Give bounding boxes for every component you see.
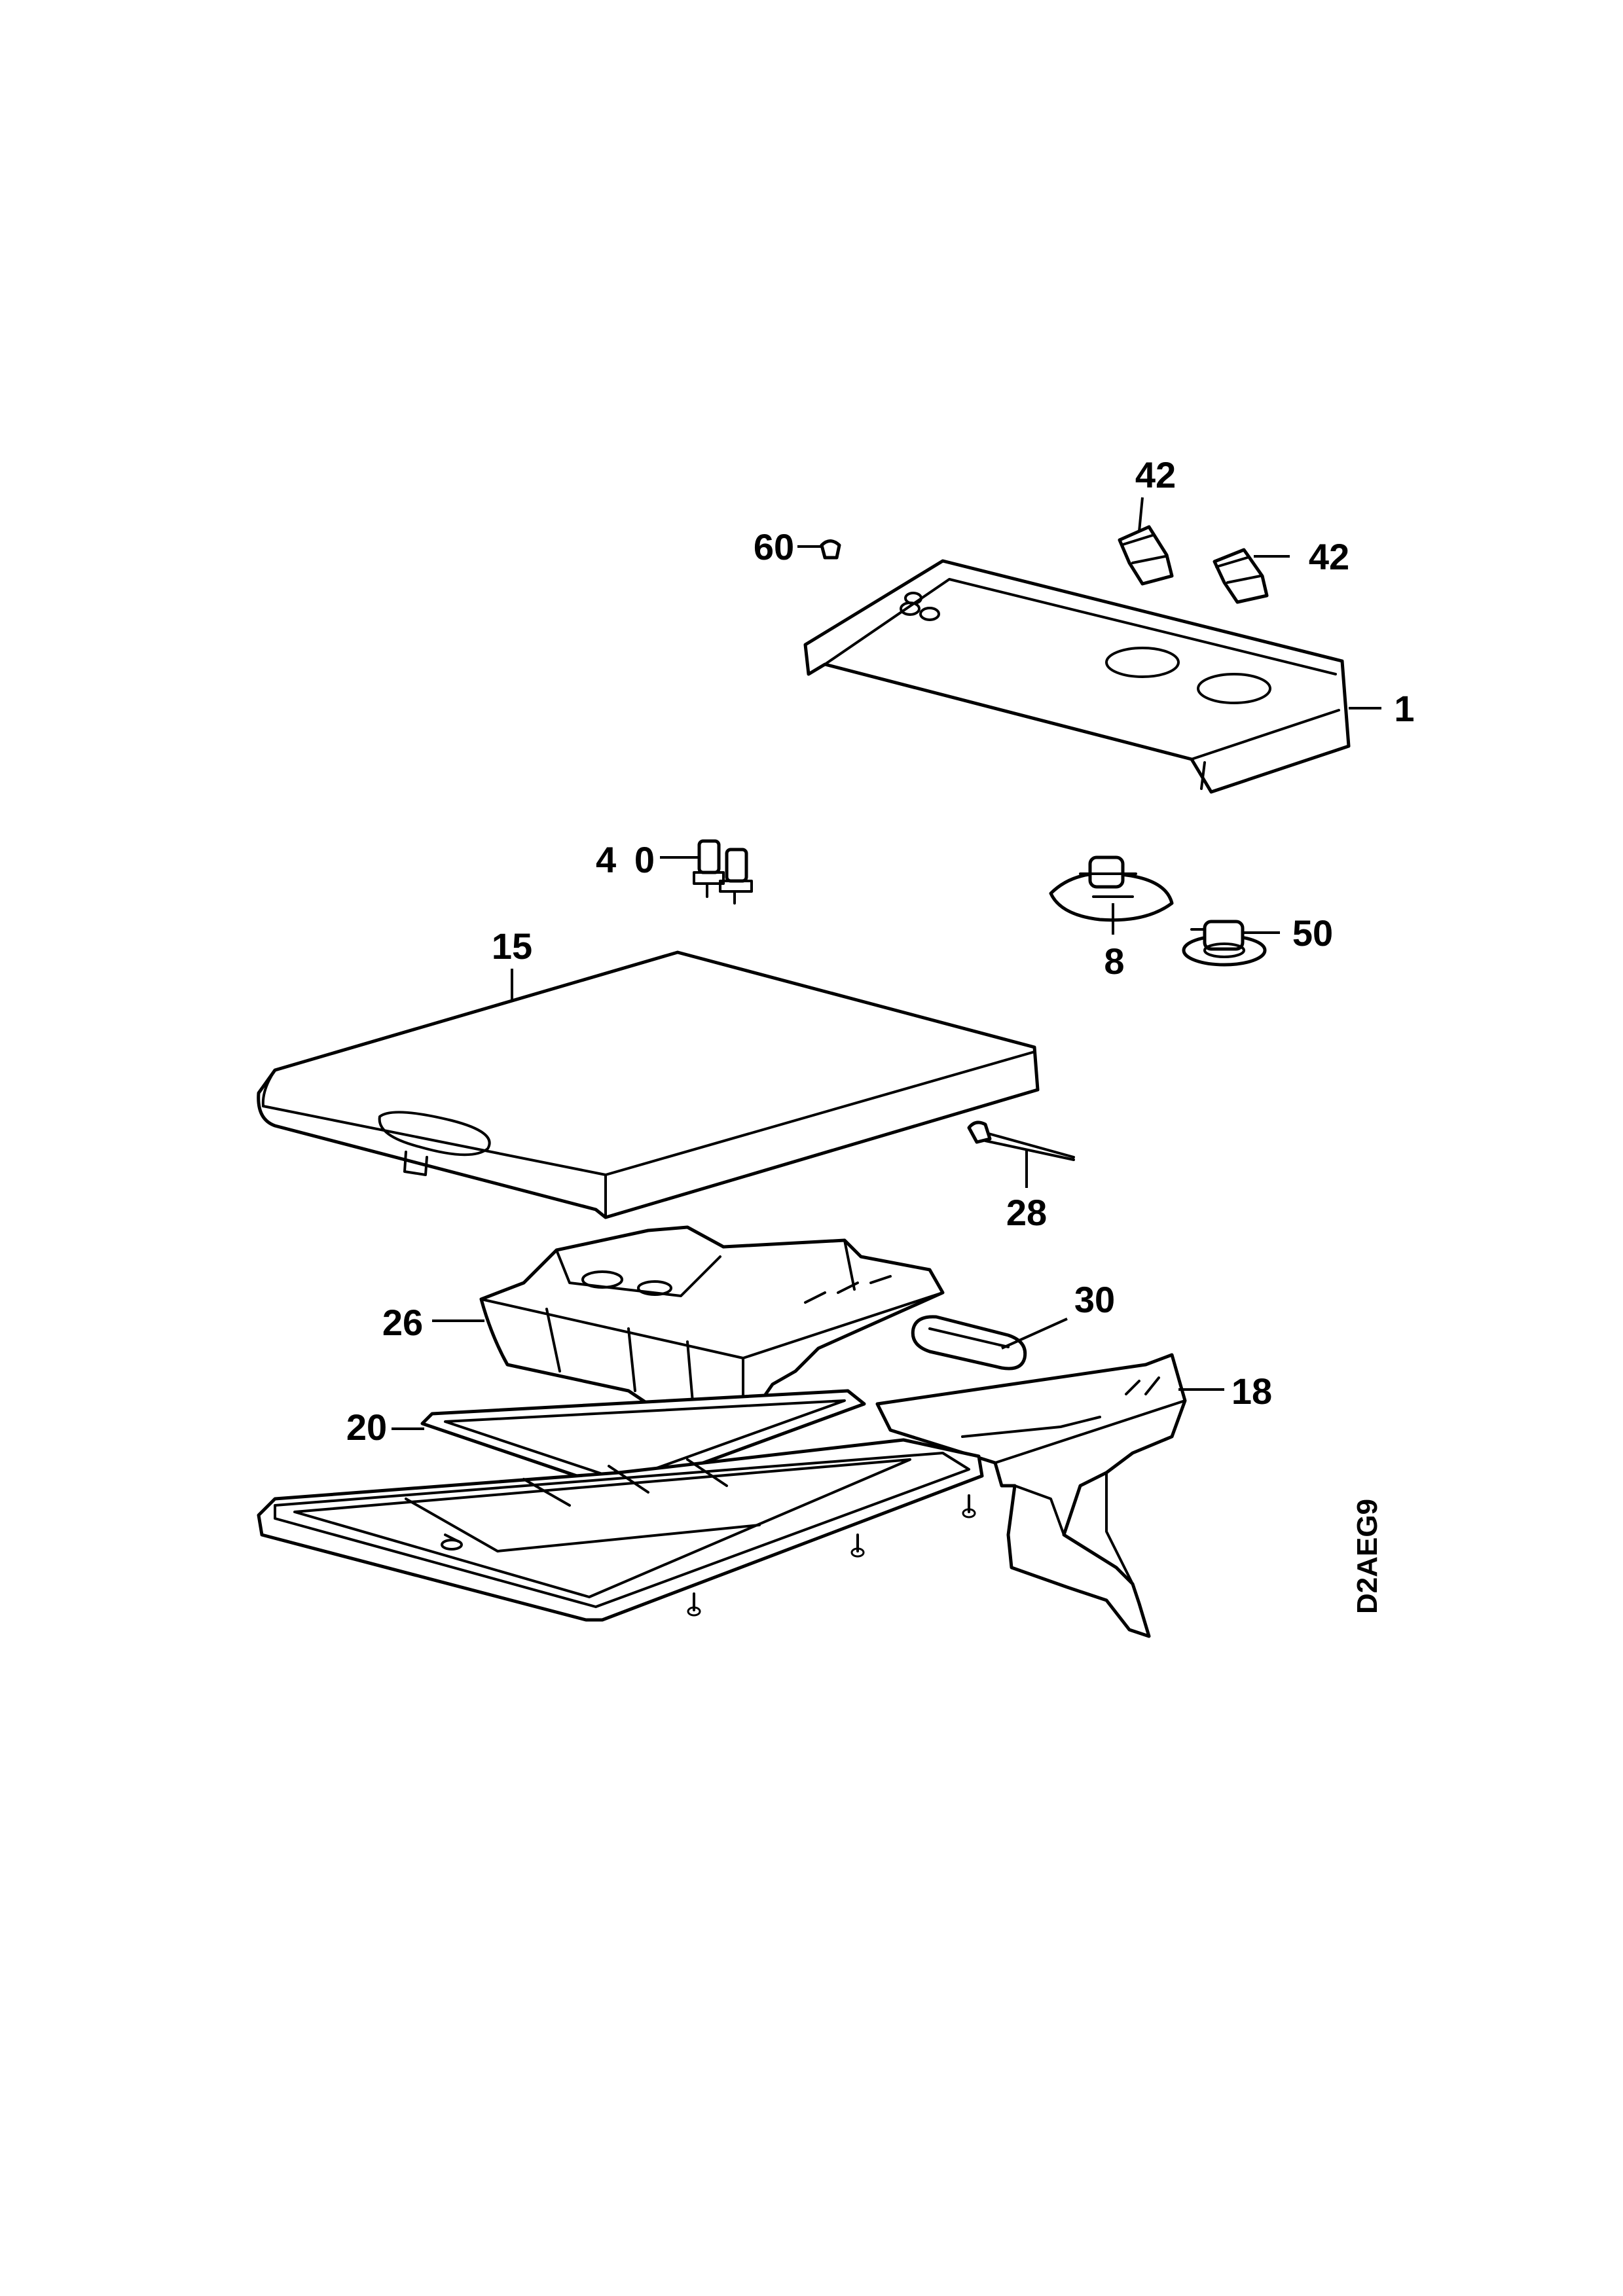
base-tray: [257, 1438, 984, 1622]
part-28-pin: [967, 1121, 1075, 1161]
part-42-knob-left: [1118, 525, 1174, 586]
label-1: 1: [1394, 688, 1414, 729]
part-30-seal: [911, 1315, 1027, 1371]
label-20: 20: [346, 1407, 387, 1448]
label-28: 28: [1006, 1192, 1047, 1233]
part-15-lid: [257, 950, 1040, 1219]
label-26: 26: [382, 1302, 423, 1343]
leader-42-top: [1138, 497, 1144, 532]
part-42-knob-right: [1213, 548, 1269, 604]
part-60-cap: [820, 539, 841, 560]
label-60: 60: [754, 526, 794, 567]
diagram-code: D2AEG9: [1351, 1499, 1383, 1614]
part-8-valve: [1049, 855, 1174, 922]
label-15: 15: [492, 925, 532, 967]
part-1-control-panel: [803, 559, 1351, 794]
leader-lines: [392, 497, 1381, 1430]
label-8: 8: [1104, 941, 1124, 982]
part-50-valve: [1182, 920, 1267, 967]
label-18: 18: [1231, 1371, 1272, 1412]
label-42-right: 42: [1309, 536, 1349, 577]
label-50: 50: [1292, 912, 1333, 954]
part-18-bracket: [875, 1353, 1187, 1638]
leader-30: [1001, 1318, 1068, 1350]
label-30: 30: [1074, 1279, 1115, 1320]
label-40: 40: [596, 839, 655, 880]
label-42-top: 42: [1135, 454, 1176, 495]
part-40-connectors: [693, 839, 753, 905]
part-number-callouts: 42 42 60 1 40 8 50 15 28 30 26 18 20: [346, 454, 1415, 1448]
